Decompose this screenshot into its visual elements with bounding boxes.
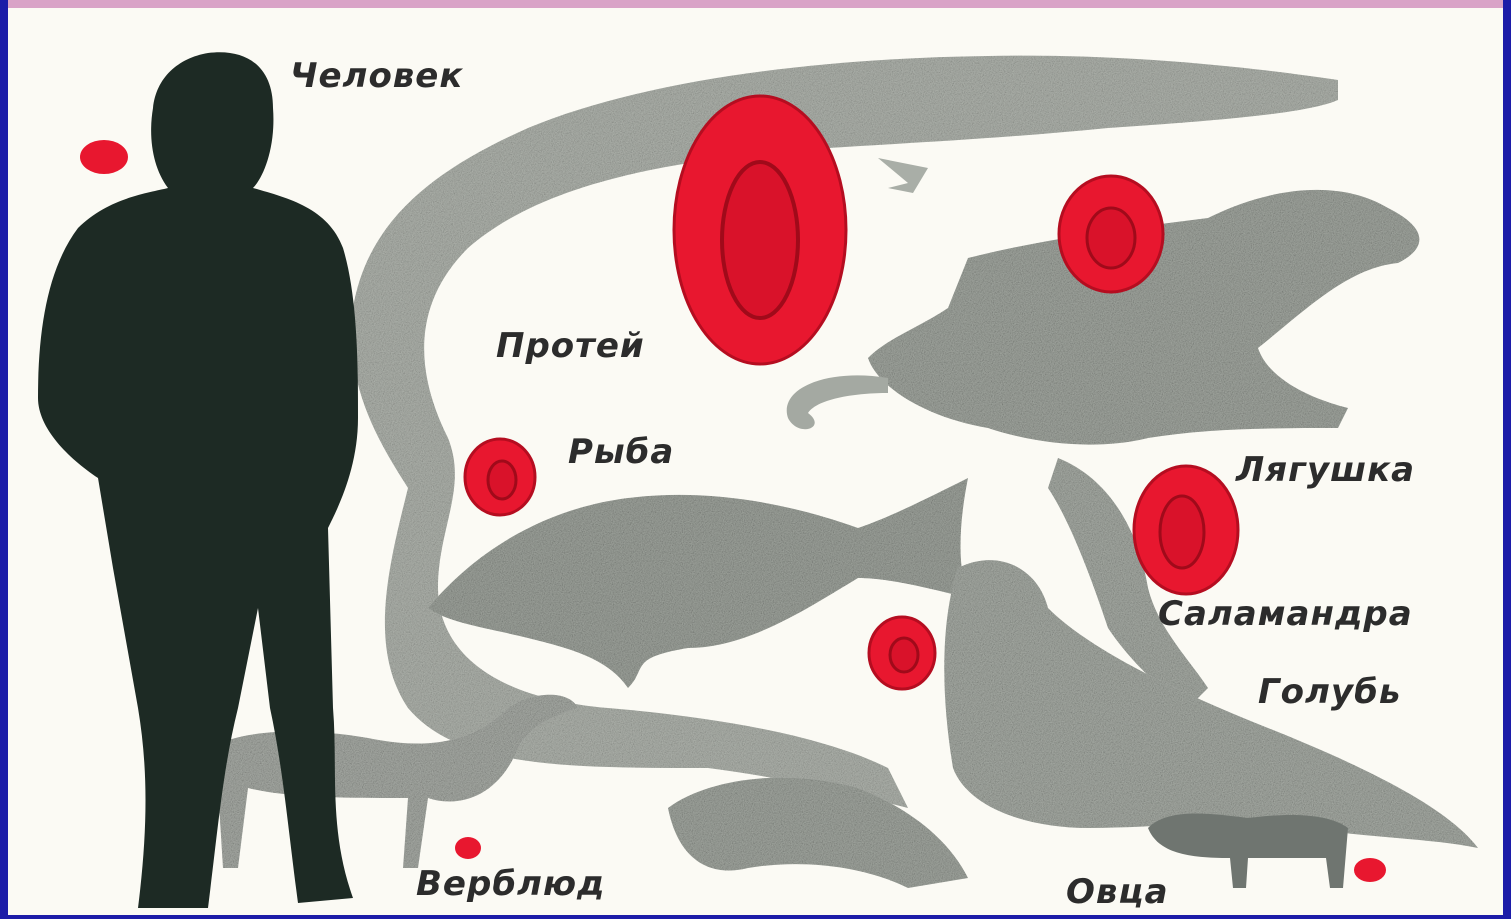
frog-tail-curl [787,375,888,429]
sheep-silhouette [1148,814,1348,888]
label-pigeon: Голубь [1258,672,1401,712]
lower-animal-silhouette [668,778,968,888]
proteus-leg [878,158,928,193]
label-fish: Рыба [568,432,674,472]
label-salamander: Саламандра [1158,594,1413,634]
label-camel: Верблюд [416,864,605,904]
erythrocyte-frog [1059,176,1163,292]
erythrocyte-human [80,140,128,174]
diagram-panel: Человек Протей Рыба Лягушка Саламандра Г… [8,0,1503,915]
human-silhouette [38,52,358,908]
erythrocyte-salamander [1134,466,1238,594]
erythrocyte-pigeon [869,617,935,689]
erythrocyte-fish [465,439,535,515]
label-frog: Лягушка [1236,450,1415,490]
camel-silhouette [199,695,578,868]
erythrocyte-camel [455,837,481,859]
label-human: Человек [290,56,463,96]
erythrocyte-sheep [1354,858,1386,882]
label-sheep: Овца [1066,872,1169,912]
erythrocyte-proteus [674,96,846,364]
label-proteus: Протей [496,326,645,366]
